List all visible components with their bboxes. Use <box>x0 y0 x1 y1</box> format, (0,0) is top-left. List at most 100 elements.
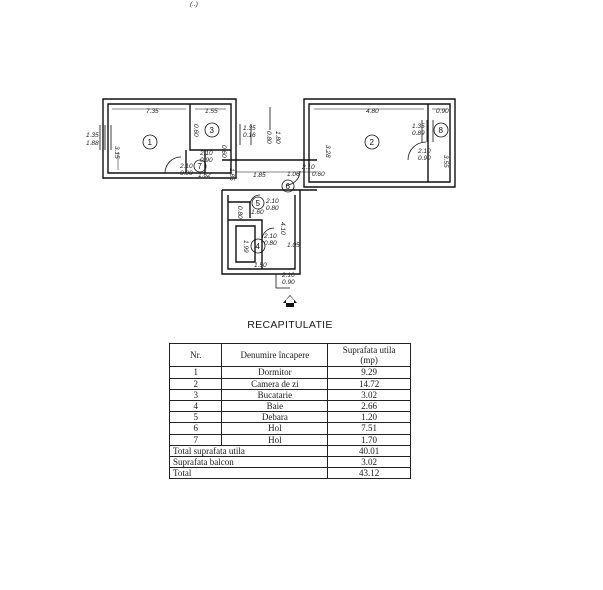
dim-label: 2.10 <box>265 198 279 205</box>
dim-label: 2.10 <box>281 272 295 279</box>
header-area: Suprafata utila (mp) <box>327 342 411 368</box>
cell-area: 14.72 <box>327 377 411 390</box>
cell-area: 2.66 <box>327 400 411 413</box>
room-number: 6 <box>286 182 291 191</box>
cell-nr: 2 <box>168 377 223 390</box>
room-number: 2 <box>370 138 375 147</box>
dim-label: 1.35 <box>412 123 425 130</box>
dim-label: 1.05 <box>287 242 300 249</box>
dim-label: 2.10 <box>179 163 193 170</box>
dim-label: 0.80 <box>266 205 279 212</box>
cell-name: Hol <box>221 422 329 435</box>
cell-nr: 1 <box>168 366 223 379</box>
cell-area: 1.70 <box>327 433 411 446</box>
dim-label: 0.90 <box>418 155 431 162</box>
cell-area: 1.20 <box>327 411 411 424</box>
table-row: 7 Hol 1.70 <box>168 433 411 446</box>
dim-label: 2.10 <box>301 164 315 171</box>
room-number: 3 <box>210 126 215 135</box>
total-value: 40.01 <box>327 444 411 458</box>
total-value: 43.12 <box>327 467 411 480</box>
dim-label: 0.90 <box>180 170 193 177</box>
table-row: 3 Bucatarie 3.02 <box>168 388 411 402</box>
cell-nr: 4 <box>168 400 223 413</box>
dim-label: 3.15 <box>113 146 120 159</box>
table-row: 2 Camera de zi 14.72 <box>168 377 411 390</box>
cell-nr: 7 <box>168 433 223 446</box>
table-row: 5 Debara 1.20 <box>168 411 411 424</box>
cell-area: 3.02 <box>327 388 411 402</box>
dim-label: 0.90 <box>200 157 213 164</box>
corner-mark: (..) <box>190 1 198 8</box>
dim-label: 1.35 <box>86 132 99 139</box>
cell-area: 9.29 <box>327 366 411 379</box>
room-markers: 1 2 3 4 5 6 7 8 <box>142 122 449 254</box>
room-number: 8 <box>439 126 444 135</box>
dim-label: 3.55 <box>442 155 449 168</box>
recap-table: Nr. Denumire încapere Suprafata utila (m… <box>168 342 411 480</box>
cell-name: Debara <box>221 411 329 424</box>
dim-label: 0.80 <box>264 240 277 247</box>
header-area-unit: (mp) <box>360 355 378 366</box>
table-row: 1 Dormitor 9.29 <box>168 366 411 379</box>
cell-nr: 5 <box>168 411 223 424</box>
dim-label: 0.90 <box>436 108 449 115</box>
dim-label: 1.55 <box>205 108 218 115</box>
cell-name: Baie <box>221 400 329 413</box>
dim-label: 0.60 <box>192 124 199 137</box>
header-nr: Nr. <box>168 342 223 368</box>
total-label: Suprafata balcon <box>168 456 329 469</box>
dim-label: 0.89 <box>412 130 425 137</box>
dim-label: 0.16 <box>243 132 256 139</box>
dim-label: 1.88 <box>86 140 99 147</box>
recap-title: RECAPITULATIE <box>247 319 333 331</box>
dim-label: 1.62 <box>198 172 211 179</box>
dim-label: 1.85 <box>228 168 235 181</box>
dim-label: 0.80 <box>265 131 272 144</box>
header-name: Denumire încapere <box>221 342 329 368</box>
total-label: Total suprafata utila <box>168 444 329 458</box>
dim-label: 1.80 <box>274 131 281 144</box>
room-number: 1 <box>148 138 153 147</box>
dim-label: 2.10 <box>263 233 277 240</box>
floor-plan: (..) <box>86 1 456 307</box>
total-row: Suprafata balcon 3.02 <box>168 456 411 469</box>
dim-label: 1.35 <box>243 125 256 132</box>
total-row: Total suprafata utila 40.01 <box>168 444 411 458</box>
cell-name: Camera de zi <box>221 377 329 390</box>
table-row: 6 Hol 7.51 <box>168 422 411 435</box>
walls <box>99 98 456 289</box>
cell-name: Dormitor <box>221 366 329 379</box>
room-number: 5 <box>256 199 261 208</box>
cell-area: 7.51 <box>327 422 411 435</box>
dim-label: 3.28 <box>324 145 331 158</box>
room-number: 4 <box>256 242 261 251</box>
dim-label: 0.60 <box>312 171 325 178</box>
dim-label: 7.35 <box>146 108 159 115</box>
dim-label: 1.99 <box>242 240 249 253</box>
cell-name: Hol <box>221 433 329 446</box>
dimension-labels: 7.35 1.55 4.80 0.90 1.35 1.88 3.15 1.35 … <box>86 108 449 286</box>
dim-label: 2.10 <box>199 150 213 157</box>
entrance-arrow-icon <box>283 295 297 307</box>
cell-nr: 3 <box>168 388 223 402</box>
dim-label: 0.90 <box>282 279 295 286</box>
dim-label: 4.10 <box>279 222 286 235</box>
total-row: Total 43.12 <box>168 467 411 480</box>
dim-label: 0.60 <box>220 145 227 158</box>
dim-label: 1.06 <box>287 171 300 178</box>
dim-label: 1.50 <box>254 262 267 269</box>
cell-nr: 6 <box>168 422 223 435</box>
cell-name: Bucatarie <box>221 388 329 402</box>
header-area-label: Suprafata utila <box>342 345 396 355</box>
dim-label: 1.60 <box>251 209 264 216</box>
dim-label: 2.10 <box>417 148 431 155</box>
dim-label: 0.80 <box>236 206 243 219</box>
dim-label: 1.85 <box>253 172 266 179</box>
total-label: Total <box>168 467 329 480</box>
dim-label: 4.80 <box>366 108 379 115</box>
table-header-row: Nr. Denumire încapere Suprafata utila (m… <box>168 342 411 368</box>
total-value: 3.02 <box>327 456 411 469</box>
table-row: 4 Baie 2.66 <box>168 400 411 413</box>
room-number: 7 <box>198 162 203 171</box>
